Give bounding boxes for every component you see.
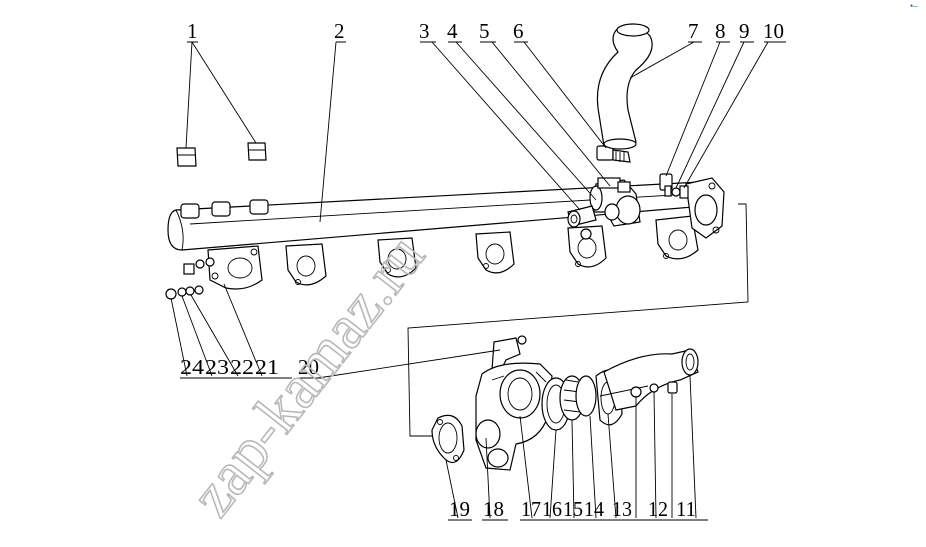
callout-21: 21: [255, 355, 279, 379]
callout-6: 6: [513, 19, 524, 43]
outlet-pipe-11: [599, 348, 699, 411]
callout-9: 9: [739, 19, 750, 43]
gasket-part-19: [431, 414, 465, 464]
callout-16: 16: [542, 497, 562, 521]
fitting-3-4: [567, 205, 597, 240]
callout-2: 2: [334, 19, 345, 43]
housing-part-18: [475, 362, 553, 471]
callout-1: 1: [187, 19, 198, 43]
callout-labels: 1 2 3 4 5 6 7 8 9 10 24 23 22 21 20 19 1…: [180, 19, 784, 521]
sensor-part-6: [596, 145, 631, 163]
callout-5: 5: [479, 19, 490, 43]
callout-7: 7: [688, 19, 699, 43]
callout-22: 22: [230, 355, 254, 379]
hose-part-7: [596, 23, 653, 150]
callout-15: 15: [563, 497, 583, 521]
callout-19: 19: [449, 497, 470, 521]
callout-20: 20: [298, 355, 319, 379]
leader-lines: [170, 41, 786, 521]
callout-12: 12: [648, 497, 668, 521]
callout-3: 3: [419, 19, 430, 43]
manifold-bosses: [180, 199, 269, 219]
plugs-part-1: [176, 142, 267, 167]
bolts-8-9-10: [659, 173, 689, 199]
callout-8: 8: [715, 19, 726, 43]
callout-17: 17: [521, 497, 541, 521]
assembly-bracket: [407, 203, 749, 437]
callout-23: 23: [205, 355, 229, 379]
outlet-tee: [589, 177, 641, 227]
callout-4: 4: [447, 19, 458, 43]
callout-10: 10: [763, 19, 784, 43]
callout-11: 11: [676, 497, 696, 521]
callout-13: 13: [612, 497, 632, 521]
callout-24: 24: [180, 355, 205, 379]
callout-18: 18: [483, 497, 504, 521]
fasteners-21-24: [165, 257, 215, 300]
end-flange: [685, 177, 725, 239]
rings-15-17: [541, 375, 597, 431]
corner-mark: •–: [910, 1, 918, 11]
manifold-flanges: [207, 215, 699, 290]
callout-14: 14: [584, 497, 604, 521]
